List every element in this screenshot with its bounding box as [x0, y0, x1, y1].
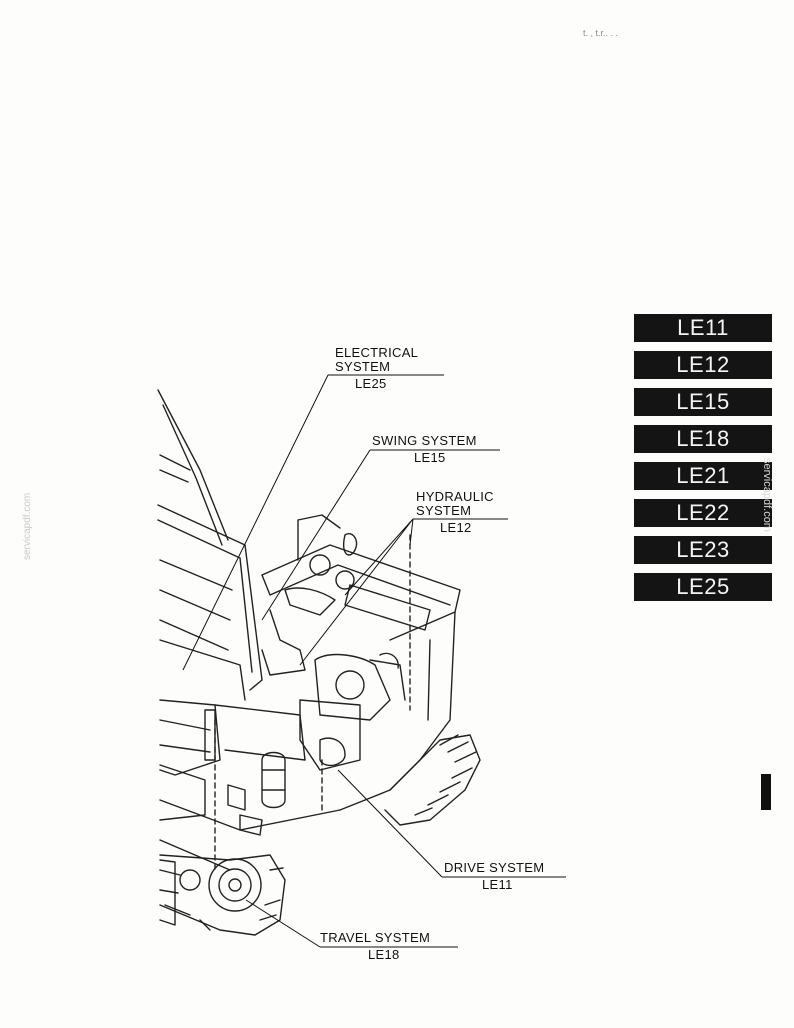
label-hydraulic-system: HYDRAULIC SYSTEM LE12 — [416, 490, 494, 535]
header-specks: t. , t.r.. . . — [583, 28, 619, 38]
leader-drive — [337, 769, 566, 878]
label-electrical-line2: SYSTEM — [335, 359, 391, 374]
tab-le22[interactable]: LE22 — [634, 499, 772, 527]
label-travel-name: TRAVEL SYSTEM — [320, 930, 431, 945]
label-electrical-line1: ELECTRICAL — [335, 345, 419, 360]
engine-hood — [261, 544, 461, 641]
tab-le15[interactable]: LE15 — [634, 388, 772, 416]
tab-le25[interactable]: LE25 — [634, 573, 772, 601]
label-travel-system: TRAVEL SYSTEM LE18 — [320, 931, 430, 962]
tab-le11[interactable]: LE11 — [634, 314, 772, 342]
tab-le18[interactable]: LE18 — [634, 425, 772, 453]
right-crawler-track — [384, 734, 481, 826]
label-hydraulic-line2: SYSTEM — [416, 503, 472, 518]
code-le12: LE12 — [440, 520, 472, 535]
label-swing-name: SWING SYSTEM — [372, 433, 477, 448]
code-le18: LE18 — [368, 947, 400, 962]
code-le15: LE15 — [414, 450, 446, 465]
tab-le23[interactable]: LE23 — [634, 536, 772, 564]
boom-outline — [157, 389, 229, 546]
label-electrical-system: ELECTRICAL SYSTEM LE25 — [335, 346, 418, 391]
section-tab-list: LE11 LE12 LE15 LE18 LE21 LE22 LE23 LE25 — [634, 314, 772, 610]
tab-le12[interactable]: LE12 — [634, 351, 772, 379]
cab-outline — [157, 504, 263, 691]
watermark-right: servicapdf.com — [761, 458, 773, 532]
label-hydraulic-line1: HYDRAULIC — [416, 489, 494, 504]
code-le11: LE11 — [482, 877, 513, 892]
label-drive-name: DRIVE SYSTEM — [444, 860, 545, 875]
travel-motor — [208, 858, 262, 912]
label-drive-system: DRIVE SYSTEM LE11 — [444, 861, 544, 892]
code-le25: LE25 — [355, 376, 387, 391]
leader-electrical — [182, 374, 444, 671]
label-swing-system: SWING SYSTEM LE15 — [372, 434, 477, 465]
tab-le21[interactable]: LE21 — [634, 462, 772, 490]
section-edge-marker — [761, 774, 771, 810]
leader-swing — [261, 449, 500, 621]
leader-travel — [245, 899, 458, 948]
counterweight — [339, 611, 456, 811]
leader-hydraulic — [299, 518, 508, 666]
